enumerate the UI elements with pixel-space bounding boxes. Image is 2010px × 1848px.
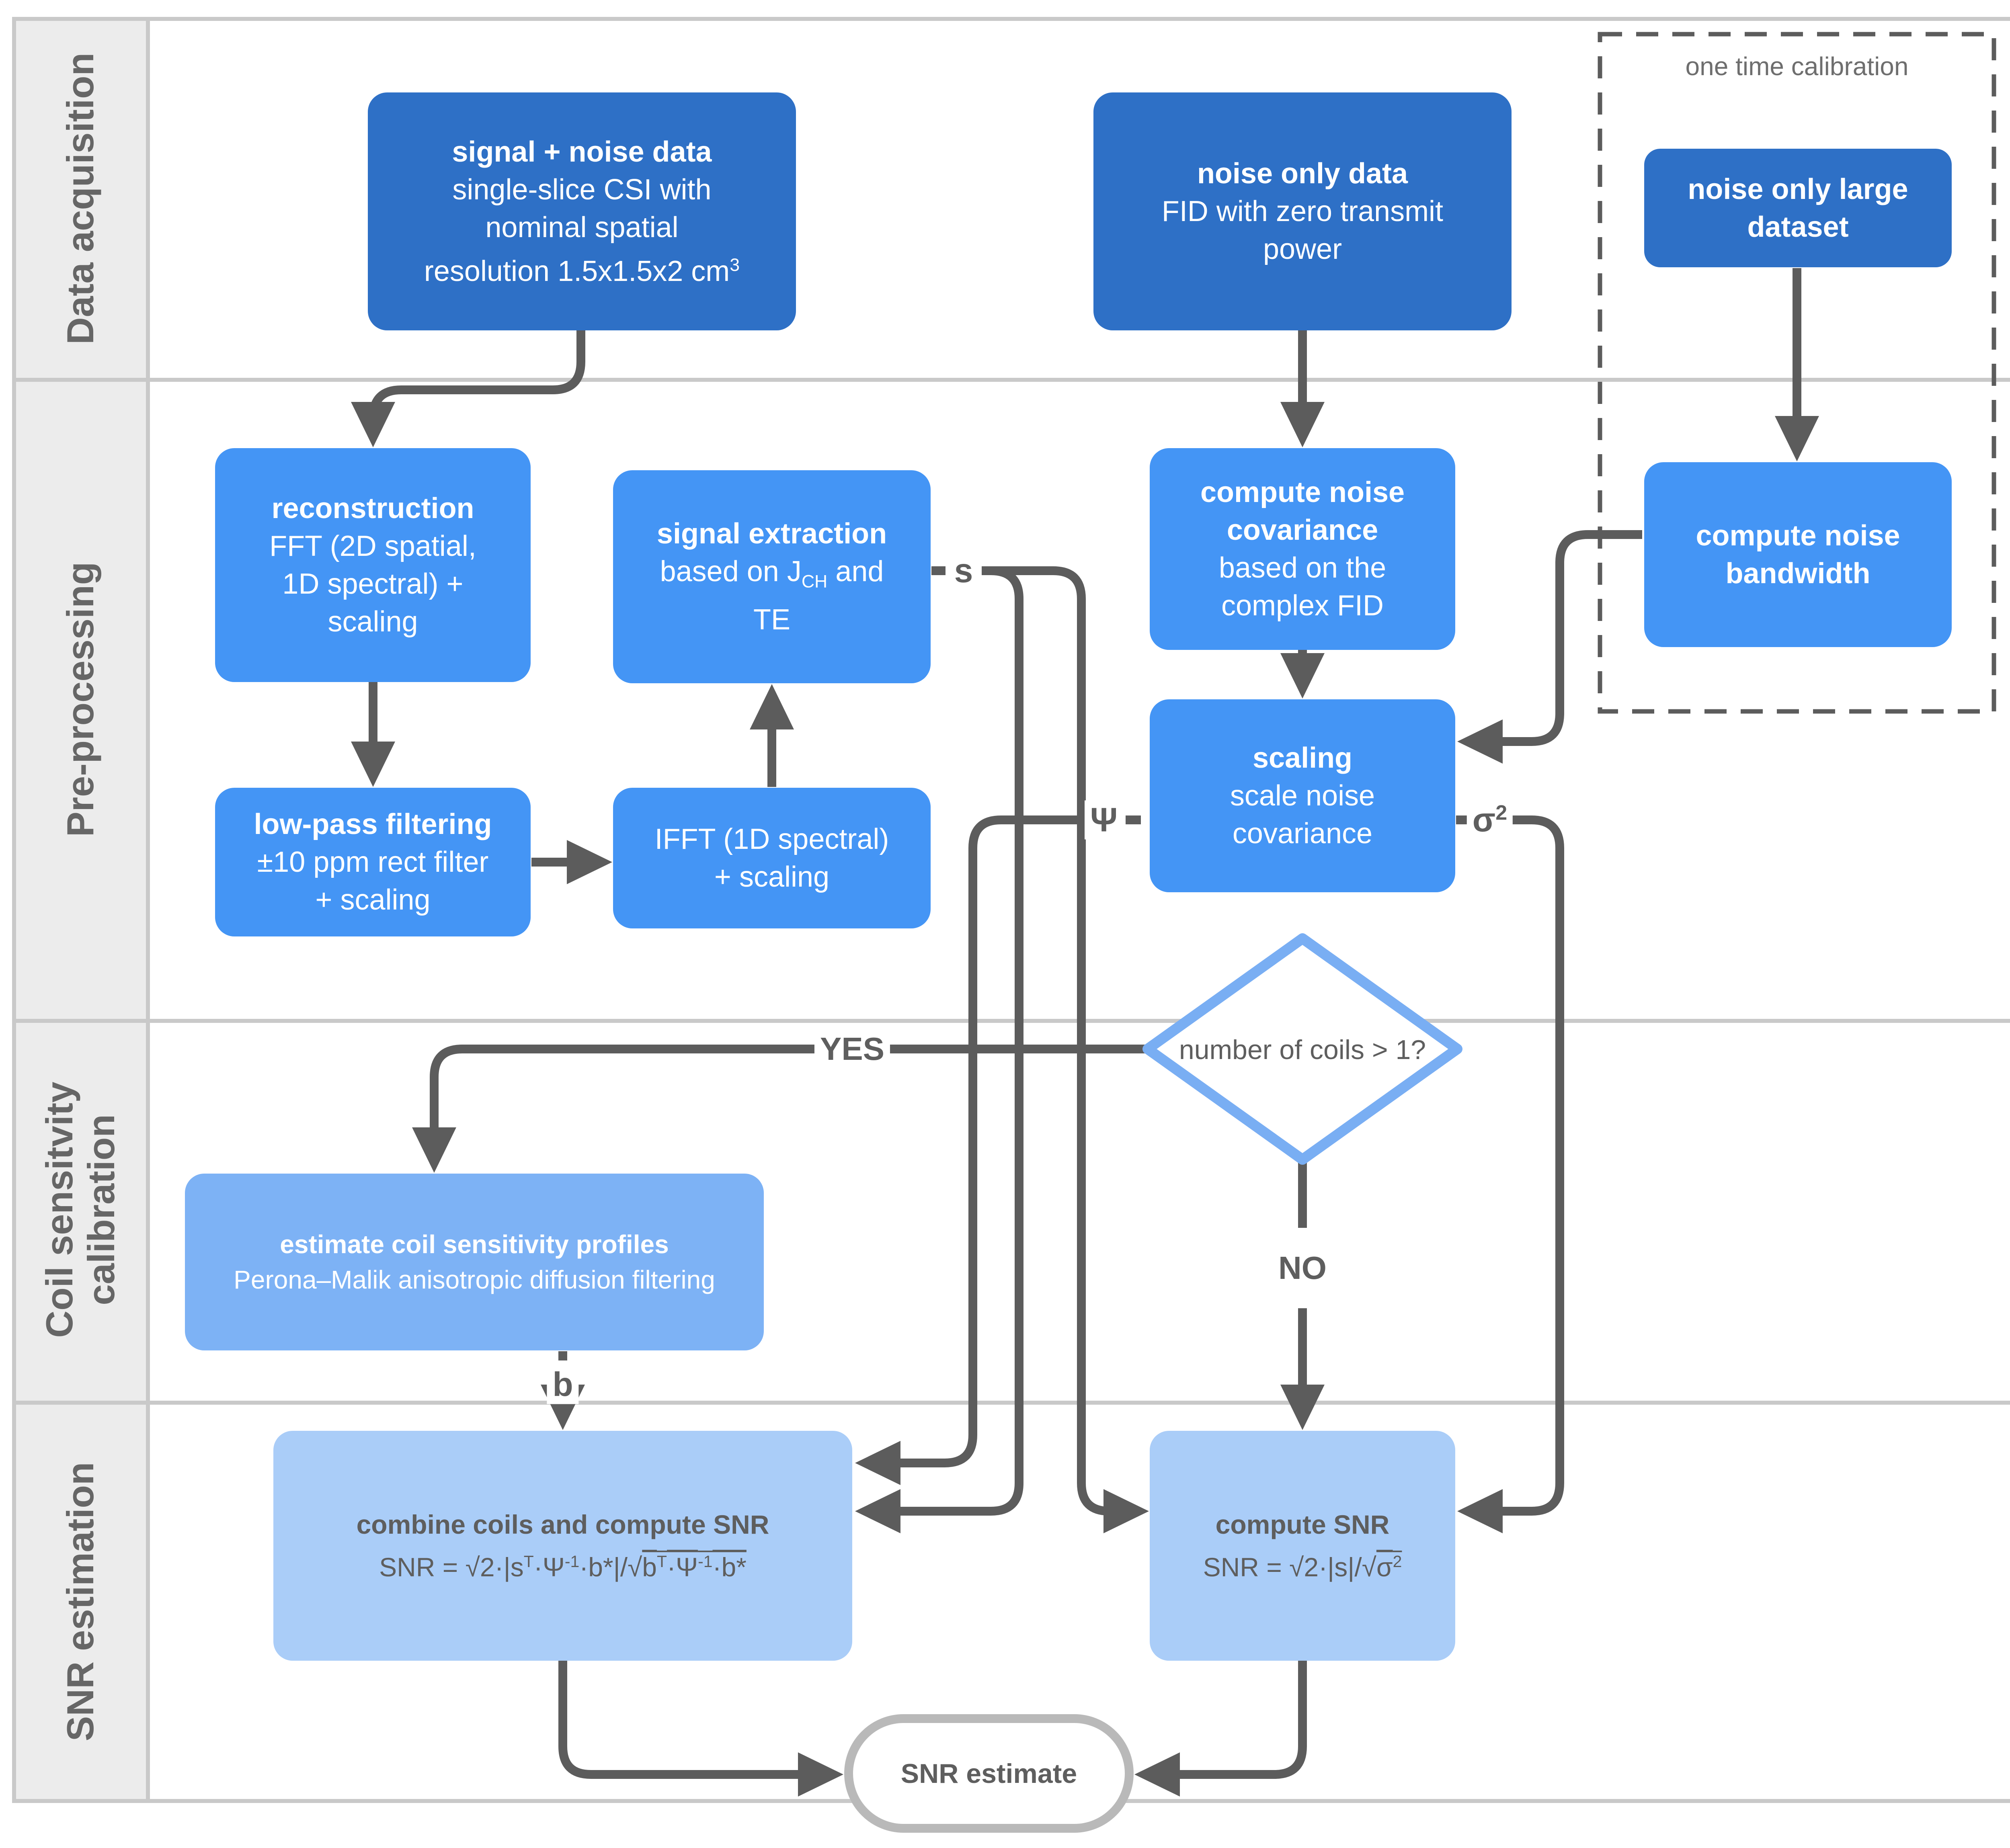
decision-text: number of coils > 1? xyxy=(1179,1035,1426,1065)
row-divider-2 xyxy=(12,1019,2010,1023)
decision-diamond xyxy=(1142,933,1462,1165)
calibration-group-border xyxy=(1598,32,1996,714)
arrowheads xyxy=(351,402,1819,1797)
node-ifft: IFFT (1D spectral)+ scaling xyxy=(613,788,931,928)
sidebar-background xyxy=(12,17,148,1803)
node-low-pass-filtering: low-pass filtering±10 ppm rect filter+ s… xyxy=(215,788,531,936)
row-divider-1 xyxy=(12,378,2010,382)
edge-label-s: s xyxy=(948,551,979,590)
edge-label-no: NO xyxy=(1273,1250,1332,1287)
terminal-snr-estimate: SNR estimate xyxy=(844,1714,1134,1833)
calibration-group-label: one time calibration xyxy=(1685,52,1909,81)
edge-label-b: b xyxy=(547,1365,579,1404)
edge-label-yes: YES xyxy=(814,1031,890,1067)
edge-label-psi: Ψ xyxy=(1085,800,1123,840)
row-divider-3 xyxy=(12,1401,2010,1405)
edge-label-sigma2: σ2 xyxy=(1466,800,1513,840)
terminal-label: SNR estimate xyxy=(900,1758,1077,1789)
sidebar-divider xyxy=(146,17,150,1803)
